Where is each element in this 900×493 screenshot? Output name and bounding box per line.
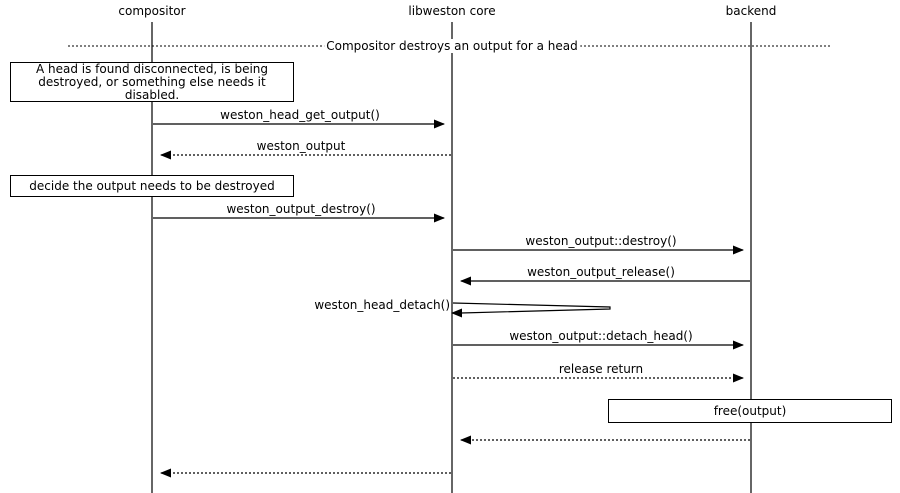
lifeline-label-libweston-core: libweston core bbox=[408, 4, 496, 18]
message-label-weston-head-get-output: weston_head_get_output() bbox=[220, 108, 380, 122]
note-head-disconnected: A head is found disconnected, is being d… bbox=[10, 62, 294, 102]
message-label-weston-output-release: weston_output_release() bbox=[527, 265, 675, 279]
note-free-output: free(output) bbox=[608, 399, 892, 423]
lifeline-label-compositor: compositor bbox=[118, 4, 186, 18]
section-divider-label: Compositor destroys an output for a head bbox=[324, 39, 580, 53]
message-label-weston-head-detach: weston_head_detach() bbox=[314, 298, 450, 312]
lifeline-label-backend: backend bbox=[725, 4, 777, 18]
message-label-weston-output: weston_output bbox=[256, 139, 346, 153]
note-decide-output-destroy: decide the output needs to be destroyed bbox=[10, 175, 294, 197]
message-label-weston-output-destroy-cb: weston_output::destroy() bbox=[525, 234, 677, 248]
message-label-release-return: release return bbox=[558, 362, 644, 376]
message-self-weston-head-detach bbox=[451, 302, 611, 318]
message-label-weston-output-detach-head: weston_output::detach_head() bbox=[509, 329, 693, 343]
message-label-weston-output-destroy: weston_output_destroy() bbox=[226, 202, 376, 216]
